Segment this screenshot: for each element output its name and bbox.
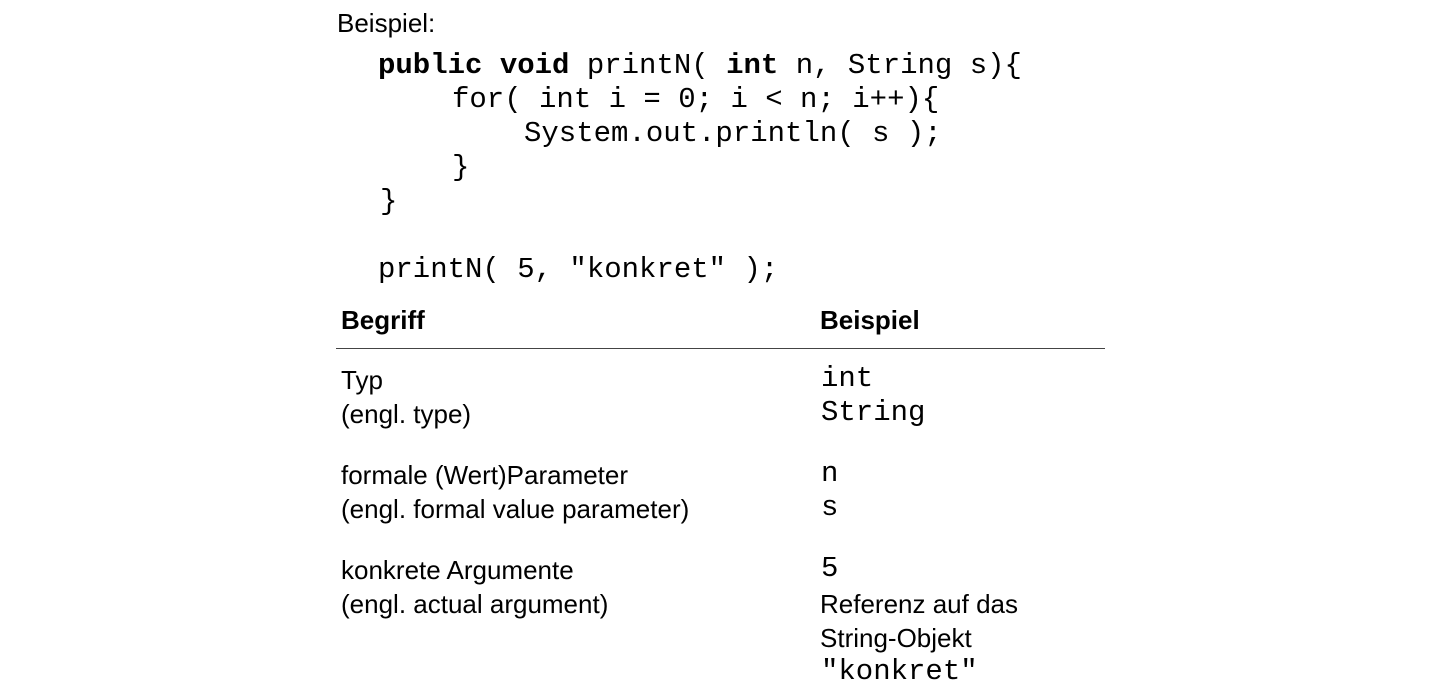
term-english: (engl. formal value parameter) xyxy=(341,494,690,524)
term-text: Typ xyxy=(341,365,383,395)
example-code: int xyxy=(821,362,874,395)
header-divider xyxy=(336,348,1105,349)
keyword: int xyxy=(726,49,779,82)
code-line-4: } xyxy=(452,151,470,184)
code-line-1: public void printN( int n, String s){ xyxy=(378,49,1022,83)
example-code: "konkret" xyxy=(821,655,978,688)
example-code: n xyxy=(821,457,839,490)
example-code: String xyxy=(821,396,926,429)
code-line-2: for( int i = 0; i < n; i++){ xyxy=(452,83,940,116)
code-text: n, String s){ xyxy=(778,49,1022,82)
term-english: (engl. type) xyxy=(341,399,472,429)
term-text: konkrete Argumente xyxy=(341,555,574,585)
code-call-line: printN( 5, "konkret" ); xyxy=(378,253,779,286)
header-example: Beispiel xyxy=(820,305,920,335)
code-line-5: } xyxy=(380,185,398,218)
code-text: printN( xyxy=(569,49,727,82)
term-text: formale (Wert)Parameter xyxy=(341,460,629,490)
example-code: 5 xyxy=(821,552,839,585)
example-heading: Beispiel: xyxy=(337,8,436,38)
example-text: Referenz auf das xyxy=(820,589,1019,619)
keyword: public void xyxy=(378,49,570,82)
header-term: Begriff xyxy=(341,305,425,335)
example-text: String-Objekt xyxy=(820,623,972,653)
example-code: s xyxy=(821,491,839,524)
code-line-3: System.out.println( s ); xyxy=(524,117,942,150)
term-english: (engl. actual argument) xyxy=(341,589,609,619)
